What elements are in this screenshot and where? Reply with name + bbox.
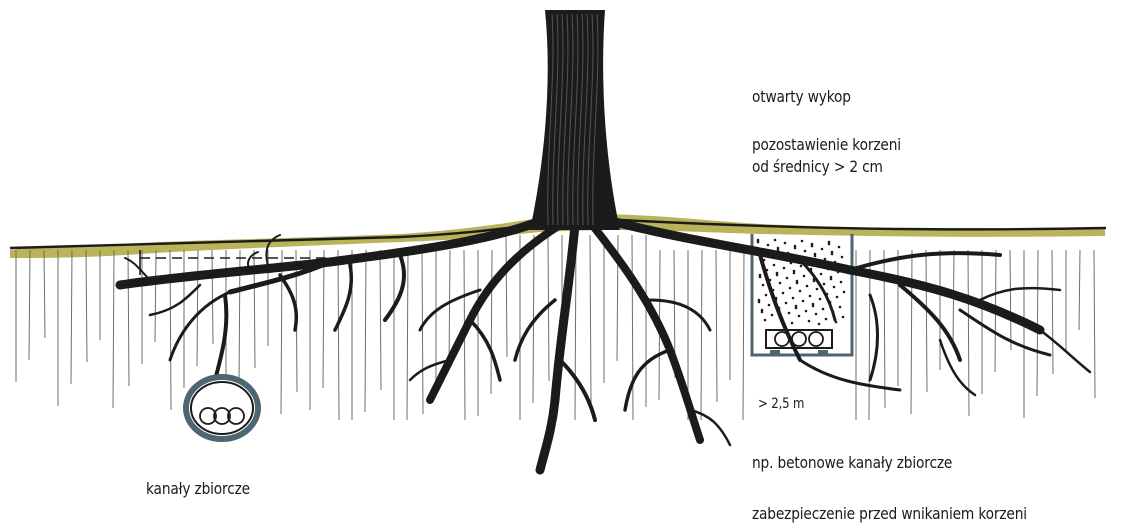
tree-trunk: [530, 10, 620, 230]
label-depth: > 2,5 m: [758, 393, 804, 415]
label-roots-line1: pozostawienie korzeni: [752, 134, 901, 156]
label-concrete-channels: np. betonowe kanały zbiorcze: [752, 452, 952, 474]
collector-channel: [186, 377, 258, 439]
tree-roots: [120, 215, 1090, 470]
label-collector-channels: kanały zbiorcze: [146, 478, 250, 500]
label-open-excavation: otwarty wykop: [752, 86, 851, 108]
label-roots-line2: od średnicy > 2 cm: [752, 156, 883, 178]
label-root-protection: zabezpieczenie przed wnikaniem korzeni: [752, 503, 1027, 525]
